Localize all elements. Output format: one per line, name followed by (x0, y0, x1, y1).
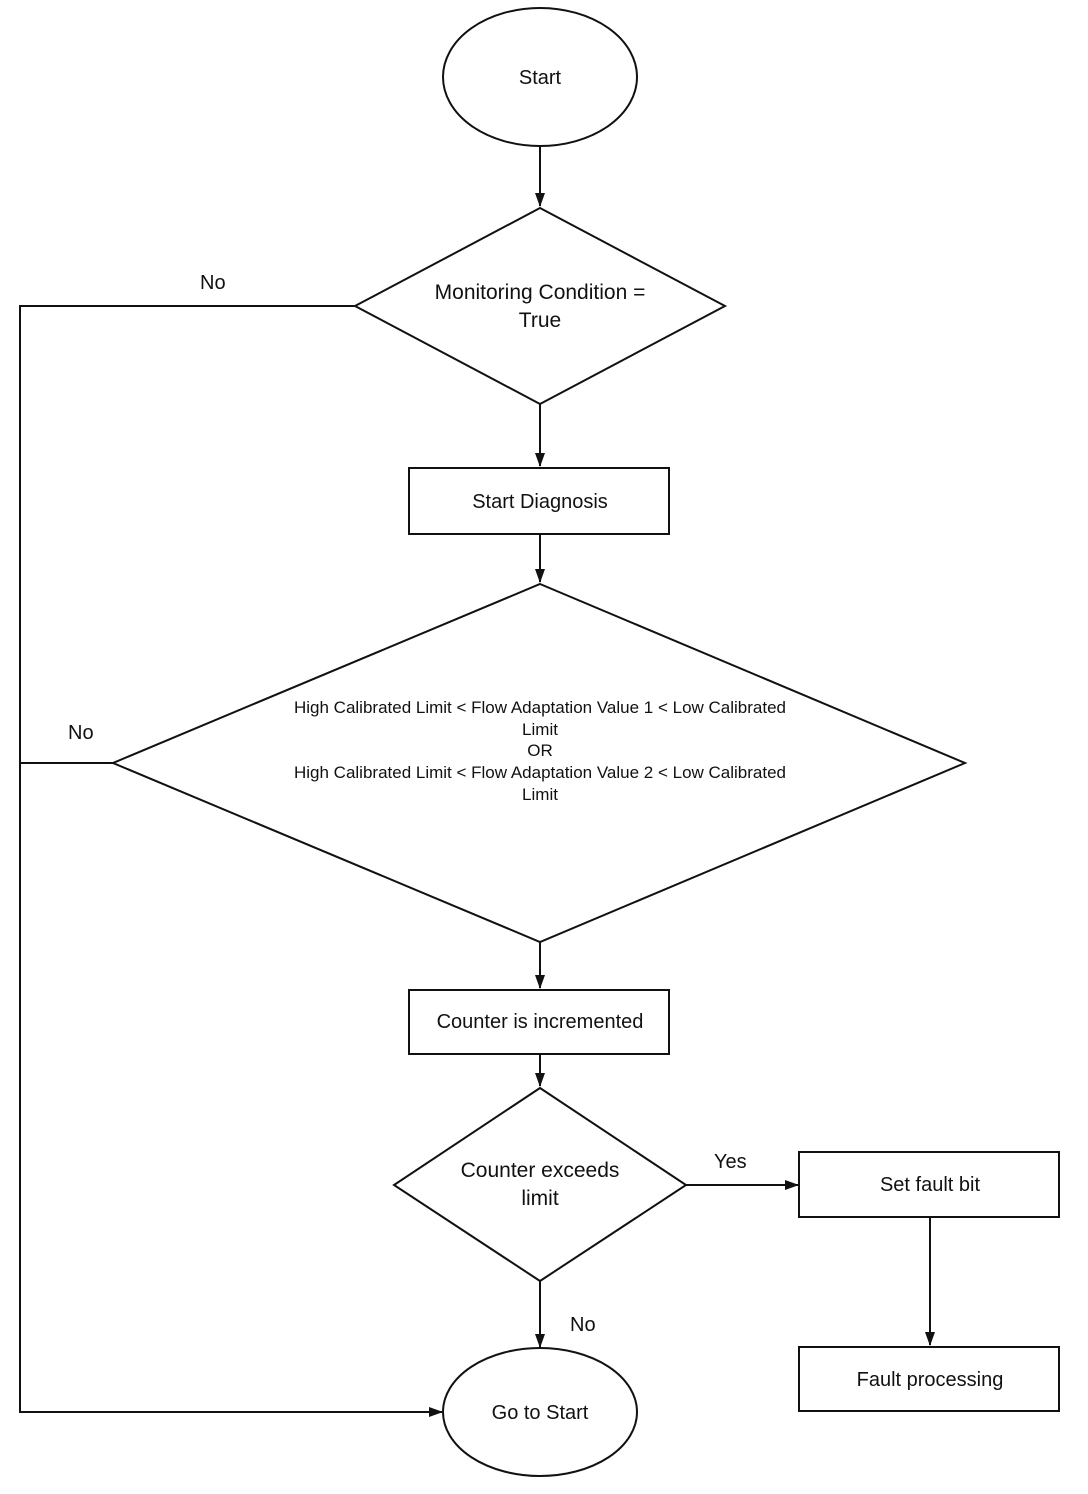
monitoring-no-label: No (200, 272, 226, 294)
edge-monitoring-no-loop (19, 305, 443, 1417)
set-fault-bit-label: Set fault bit (880, 1174, 981, 1196)
counter-no-label: No (570, 1314, 596, 1336)
fault-processing-node: Fault processing (798, 1346, 1060, 1412)
counter-exceeds-diamond (392, 1086, 688, 1283)
start-node: Start (442, 7, 638, 147)
go-to-start-node: Go to Start (442, 1347, 638, 1477)
connectors (19, 146, 935, 1417)
fault-processing-box (798, 1346, 1060, 1412)
monitoring-condition-diamond (352, 206, 728, 406)
counter-incremented-box (408, 989, 670, 1055)
counter-incremented-node: Counter is incremented (408, 989, 670, 1055)
counter-exceeds-decision: Counter exceeds limit (392, 1086, 688, 1283)
start-terminator (442, 7, 638, 147)
counter-incremented-label: Counter is incremented (437, 1011, 644, 1033)
set-fault-bit-box (798, 1151, 1060, 1218)
flow-condition-or: OR (527, 741, 553, 760)
go-to-start-label: Go to Start (492, 1402, 589, 1424)
flow-adaptation-diamond (110, 582, 968, 944)
go-to-start-terminator (442, 1347, 638, 1477)
flow-condition-line4: High Calibrated Limit < Flow Adaptation … (294, 763, 786, 782)
start-diagnosis-label: Start Diagnosis (472, 491, 608, 513)
monitoring-condition-line1: Monitoring Condition = (435, 281, 646, 304)
start-label: Start (519, 67, 562, 89)
flow-adaptation-decision: High Calibrated Limit < Flow Adaptation … (110, 582, 968, 944)
fault-processing-label: Fault processing (857, 1369, 1004, 1391)
flow-condition-line1: High Calibrated Limit < Flow Adaptation … (294, 698, 786, 717)
counter-exceeds-line2: limit (521, 1187, 558, 1210)
counter-yes-label: Yes (714, 1151, 747, 1173)
set-fault-bit-node: Set fault bit (798, 1151, 1060, 1218)
flow-check-no-label: No (68, 722, 94, 744)
flow-condition-line2: Limit (522, 720, 558, 739)
flow-condition-line5: Limit (522, 785, 558, 804)
monitoring-condition-decision: Monitoring Condition = True (352, 206, 728, 406)
counter-exceeds-line1: Counter exceeds (461, 1159, 620, 1182)
start-diagnosis-node: Start Diagnosis (408, 467, 670, 535)
start-diagnosis-box (408, 467, 670, 535)
monitoring-condition-line2: True (519, 309, 561, 332)
